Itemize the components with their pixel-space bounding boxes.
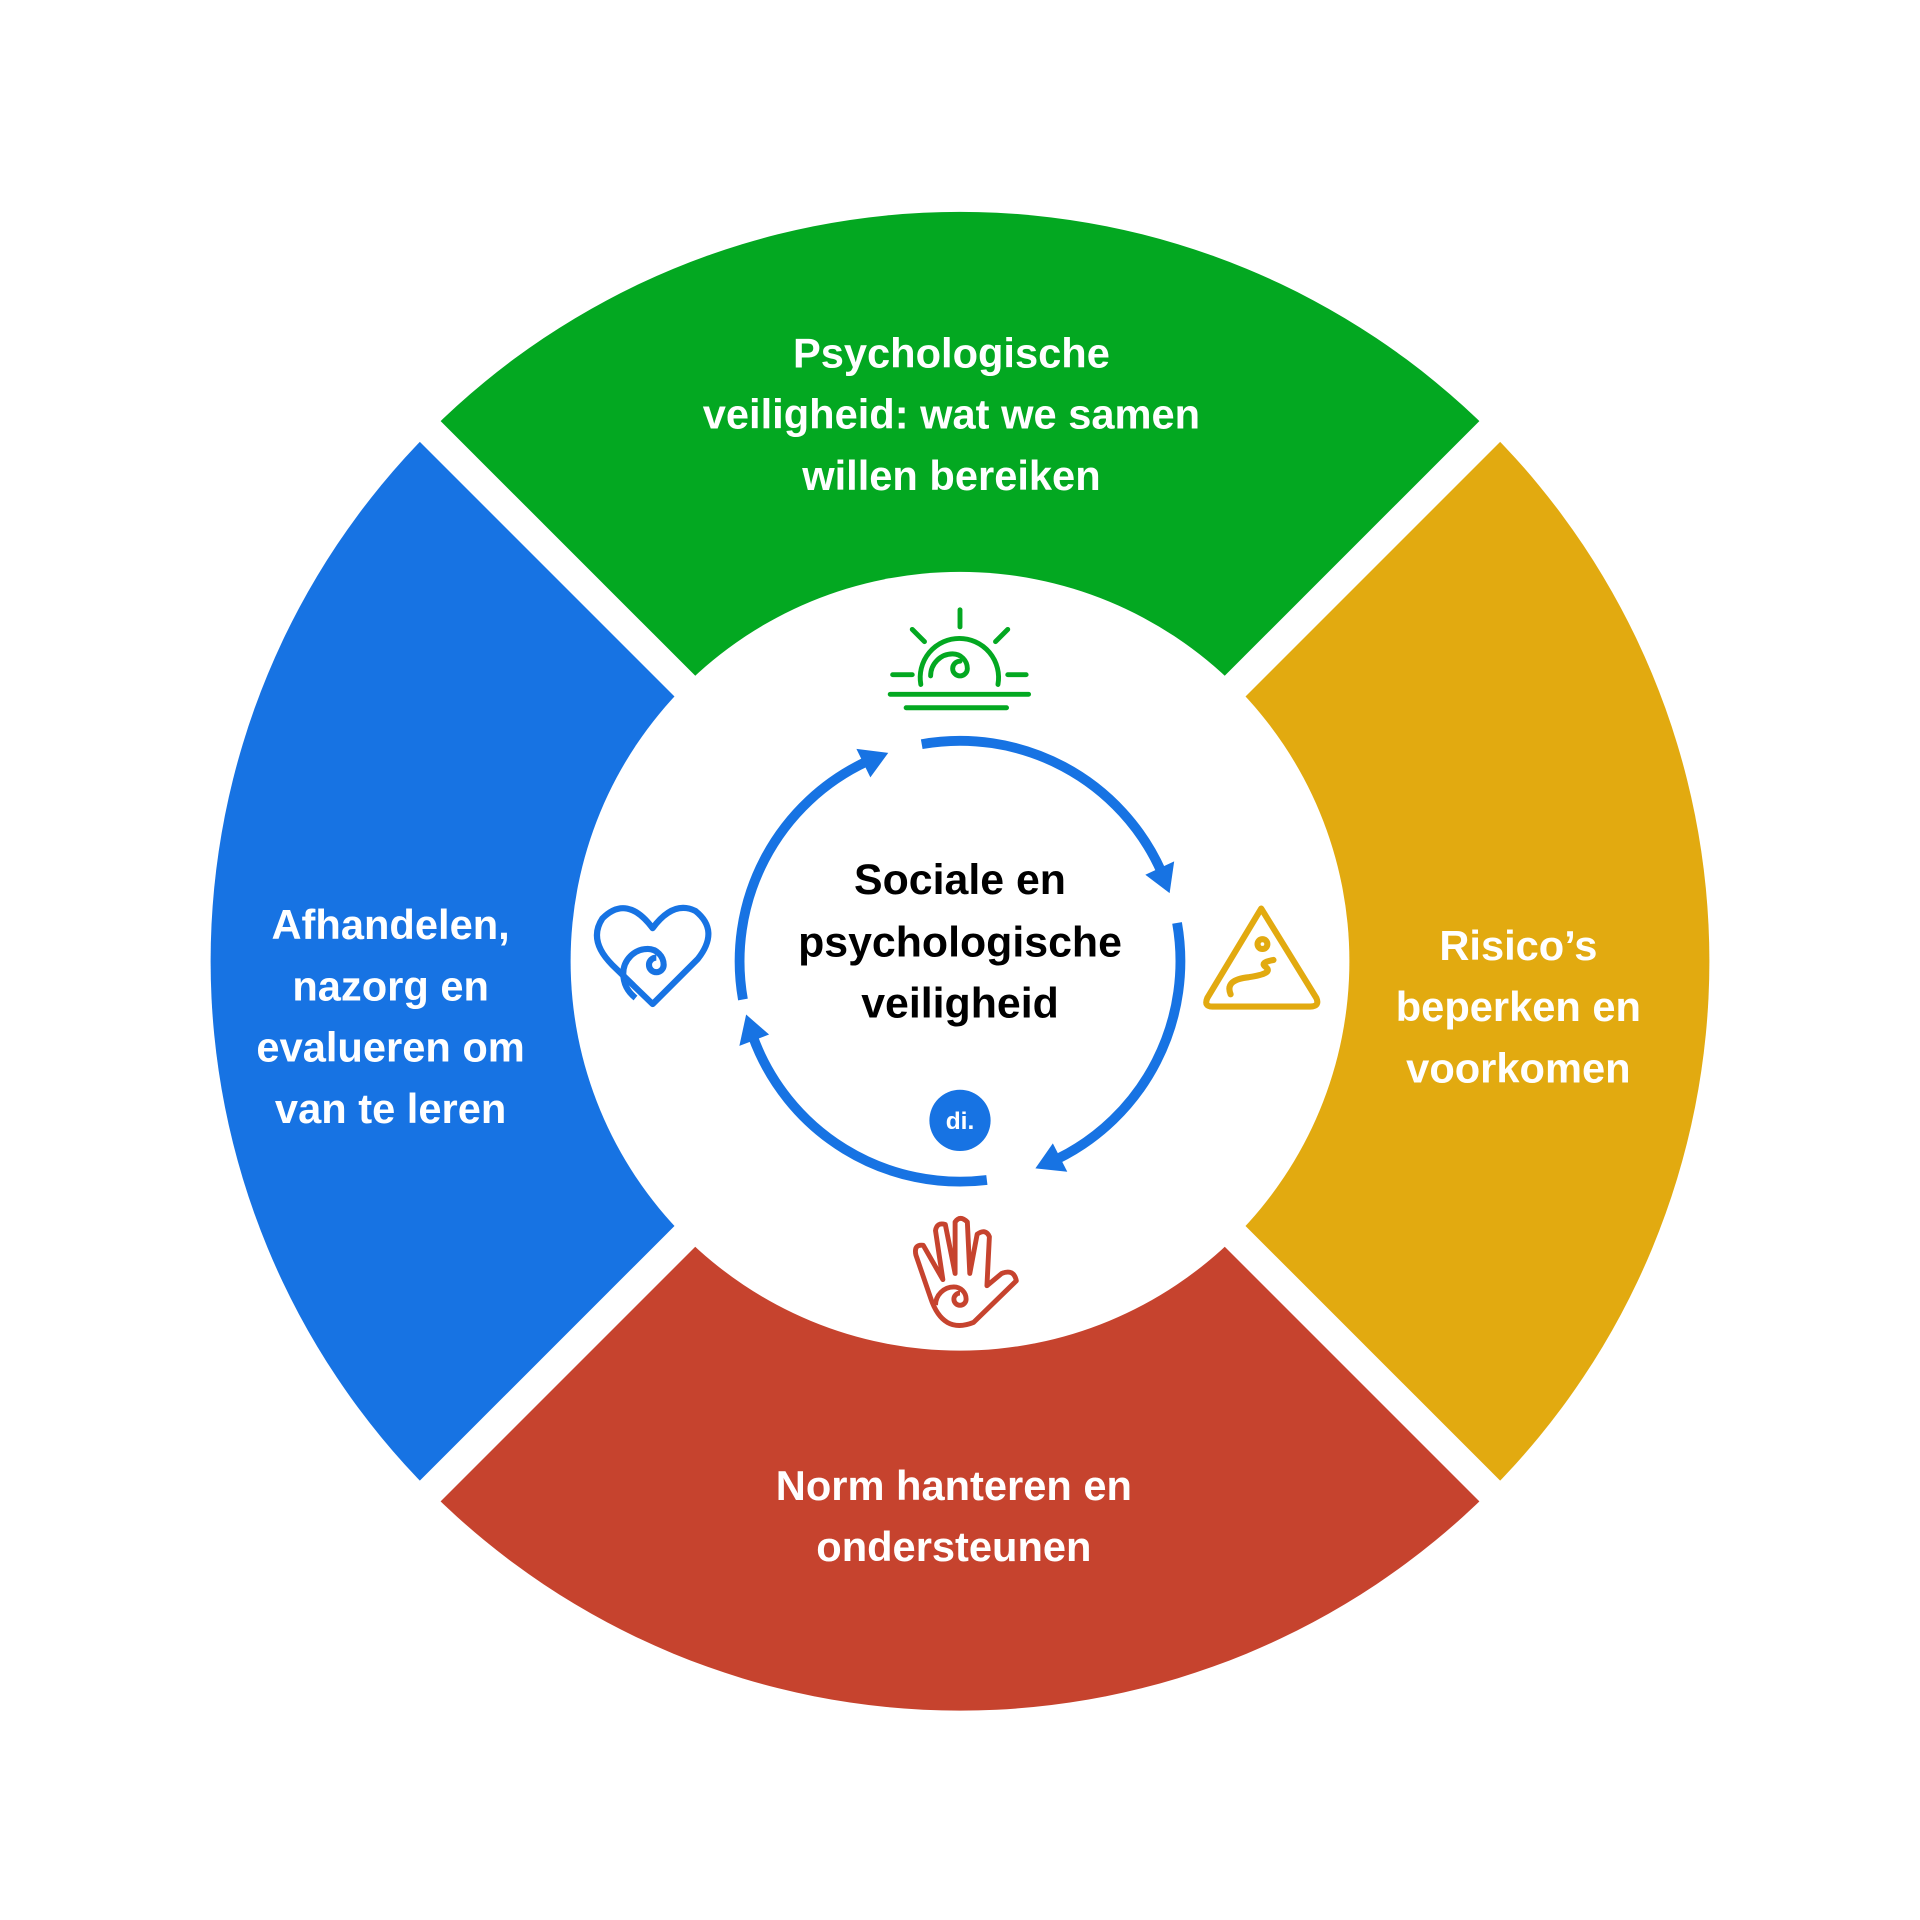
cycle-arrows xyxy=(734,735,1186,1187)
label-line: nazorg en xyxy=(292,962,489,1009)
cycle-arrow-arc xyxy=(1054,922,1186,1164)
arrowhead-icon xyxy=(1035,1143,1068,1172)
di-logo: di. xyxy=(929,1089,991,1152)
label-line: beperken en xyxy=(1396,983,1641,1030)
segment-left-label: Afhandelen, nazorg en evalueren om van t… xyxy=(256,901,524,1132)
label-line: Norm hanteren en xyxy=(776,1462,1132,1509)
label-line: ondersteunen xyxy=(816,1523,1091,1570)
label-line: Psychologische xyxy=(793,329,1110,376)
cycle-arrow-arc xyxy=(748,1034,988,1187)
arrowhead-icon xyxy=(856,748,889,778)
segment-bottom-label: Norm hanteren en ondersteunen xyxy=(776,1462,1132,1570)
label-line: willen bereiken xyxy=(801,452,1100,499)
center-title: Sociale en psychologische veiligheid xyxy=(798,856,1122,1028)
outer-ring xyxy=(210,211,1710,1711)
label-line: evalueren om xyxy=(256,1024,524,1071)
arrowhead-icon xyxy=(1145,861,1175,894)
warning-road-icon xyxy=(1203,905,1321,1010)
center-title-line: psychologische xyxy=(798,918,1122,966)
segment-top-label: Psychologische veiligheid: wat we samen … xyxy=(703,329,1200,498)
label-line: Risico’s xyxy=(1439,922,1597,969)
inner-circle xyxy=(570,571,1350,1351)
segment-right-label: Risico’s beperken en voorkomen xyxy=(1396,922,1641,1091)
logo-text: di. xyxy=(946,1108,975,1135)
label-line: voorkomen xyxy=(1406,1044,1630,1091)
arrowhead-icon xyxy=(739,1014,770,1046)
hand-icon xyxy=(913,1215,1019,1328)
label-line: Afhandelen, xyxy=(272,901,510,948)
cycle-arrow-arc xyxy=(734,757,869,1001)
heart-icon xyxy=(593,904,712,1008)
center-title-line: Sociale en xyxy=(854,856,1066,904)
center-title-line: veiligheid xyxy=(861,980,1059,1028)
sun-icon xyxy=(887,607,1032,711)
cycle-arrow-arc xyxy=(920,735,1166,874)
label-line: van te leren xyxy=(275,1085,506,1132)
label-line: veiligheid: wat we samen xyxy=(703,391,1200,438)
